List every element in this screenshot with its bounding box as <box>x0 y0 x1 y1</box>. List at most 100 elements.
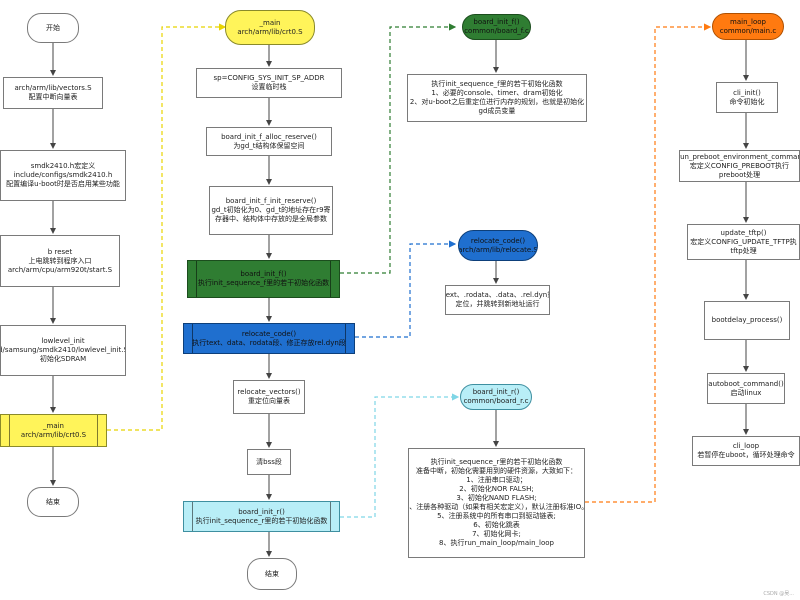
node-text-line: relocate_code() <box>470 236 526 245</box>
node-text-line: 2、对u-boot之后重定位进行内存的规划，也就是初始化 <box>409 98 585 106</box>
board-init-f-subprocess: board_init_f()执行init_sequence_f里的若干初始化函数 <box>187 260 340 298</box>
node-text-line: cli_init() <box>733 88 761 97</box>
node-text-line: 配置编译u-boot时是否启用某些功能 <box>6 180 120 188</box>
autoboot-command-node: autoboot_command()启动linux <box>707 373 785 404</box>
alloc-reserve-node: board_init_f_alloc_reserve()为gd_t结构体保留空间 <box>206 127 332 156</box>
relocate-code-definition: relocate_code()arch/arm/lib/relocate.S <box>458 230 538 261</box>
node-text-line: 清bss段 <box>256 457 282 466</box>
clear-bss-node: 清bss段 <box>247 449 291 475</box>
start-terminal: 开始 <box>27 13 79 43</box>
node-text-line: 1、注册串口驱动； <box>466 476 527 484</box>
node-text-line: 重定位向量表 <box>248 397 290 405</box>
node-text-line: 启动linux <box>730 388 762 397</box>
node-text-line: bootdelay_process() <box>711 316 783 324</box>
node-text-line: _main <box>43 421 64 430</box>
node-text-line: 开始 <box>46 23 60 32</box>
node-text-line: update_tftp() <box>720 228 767 237</box>
relocate-code-subprocess: relocate_code()执行text、data、rodata段、修正存放r… <box>183 323 355 354</box>
cli-init-node: cli_init()命令初始化 <box>716 82 778 113</box>
board-init-r-description: 执行init_sequence_r里的若干初始化函数准备中断，初始化需要用到的硬… <box>408 448 585 558</box>
node-text-line: 4、注册各种驱动（如果有相关宏定义），默认注册标准IO。 <box>408 503 585 511</box>
node-text-line: 上电跳转到程序入口 <box>28 256 92 265</box>
node-text-line: 初始化SDRAM <box>39 355 87 363</box>
node-text-line: 执行init_sequence_r里的若干初始化函数 <box>195 516 328 525</box>
node-text-line: board_init_f() <box>240 270 287 278</box>
node-text-line: 结束 <box>46 497 60 506</box>
link-board-init-f <box>340 23 457 274</box>
node-text-line: autoboot_command() <box>708 379 784 388</box>
node-text-line: d/samsung/smdk2410/lowlevel_init.S <box>0 346 126 354</box>
node-text-line: preboot处理 <box>718 170 761 179</box>
node-text-line: smdk2410.h宏定义 <box>30 162 96 170</box>
link-main-loop <box>585 23 712 503</box>
node-text-line: arch/arm/lib/crt0.S <box>20 430 87 439</box>
board-init-r-definition: board_init_r()common/board_r.c <box>460 384 532 410</box>
node-text-line: 3、初始化NAND FLASH; <box>456 494 537 502</box>
init-reserve-node: board_init_f_init_reserve()gd_t初始化为0、gd_… <box>209 186 333 235</box>
node-text-line: 存器中、结构体中存放的是全局参数 <box>215 215 327 223</box>
node-text-line: 7、初始化网卡; <box>472 530 521 538</box>
relocate-vectors-node: relocate_vectors()重定位向量表 <box>233 380 305 414</box>
node-text-line: 6、初始化跳表 <box>473 521 520 529</box>
node-text-line: 执行text、data、rodata段、修正存放rel.dyn段 <box>192 338 346 347</box>
node-text-line: board_init_f_alloc_reserve() <box>221 132 317 141</box>
node-text-line: common/board_r.c <box>463 397 529 405</box>
node-text-line: tftp处理 <box>730 246 757 255</box>
node-text-line: 8、执行run_main_loop/main_loop <box>439 539 554 547</box>
node-text-line: 宏定义CONFIG_PREBOOT执行 <box>689 161 790 170</box>
node-text-line: board_init_r() <box>238 507 285 516</box>
node-text-line: 命令初始化 <box>729 97 765 106</box>
node-text-line: 配置中断向量表 <box>28 93 78 101</box>
node-text-line: 1、必要的console、timer、dram初始化 <box>431 89 563 97</box>
node-text-line: include/configs/smdk2410.h <box>13 171 113 179</box>
watermark: CSDN @吴... <box>763 591 794 597</box>
end-terminal: 结束 <box>27 487 79 517</box>
node-text-line: gd成员变量 <box>478 107 516 115</box>
link-board-init-r <box>340 393 460 518</box>
node-text-line: gd_t初始化为0、gd_t的地址存在r9寄 <box>211 206 331 214</box>
node-text-line: 宏定义CONFIG_UPDATE_TFTP执 <box>690 237 797 246</box>
node-text-line: 设置临时栈 <box>251 83 287 91</box>
node-text-line: relocate_code() <box>241 329 297 338</box>
node-text-line: cli_loop <box>732 442 760 450</box>
node-text-line: board_init_r() <box>472 388 520 396</box>
node-text-line: 若暂停在uboot，循环处理命令 <box>697 451 795 459</box>
board-init-r-subprocess: board_init_r()执行init_sequence_r里的若干初始化函数 <box>183 501 340 532</box>
end-terminal-2: 结束 <box>247 558 297 590</box>
node-text-line: arch/arm/cpu/arm920t/start.S <box>7 265 113 274</box>
node-text-line: 准备中断，初始化需要用到的硬件资源，大致如下： <box>416 467 577 475</box>
node-text-line: arch/arm/lib/crt0.S <box>237 27 303 36</box>
node-text-line: 定位，并跳转到新地址运行 <box>455 300 540 308</box>
node-text-line: relocate_vectors() <box>237 388 301 396</box>
node-text-line: 执行init_sequence_f里的若干初始化函数 <box>197 279 330 287</box>
node-text-line: run_preboot_environment_comman <box>679 152 800 161</box>
node-text-line: .text、.rodata、.data、.rel.dyn重 <box>445 291 550 299</box>
node-text-line: board_init_f_init_reserve() <box>225 197 317 205</box>
node-text-line: common/board_f.c <box>464 27 529 35</box>
node-text-line: main_loop <box>730 17 766 26</box>
node-text-line: _main <box>259 18 281 27</box>
node-text-line: board_init_f() <box>473 18 520 26</box>
link-relocate-code <box>355 240 457 338</box>
node-text-line: 执行init_sequence_r里的若干初始化函数 <box>430 458 563 466</box>
bootdelay-process-node: bootdelay_process() <box>704 301 790 340</box>
node-text-line: sp=CONFIG_SYS_INIT_SP_ADDR <box>213 74 325 82</box>
node-text-line: arch/arm/lib/relocate.S <box>458 245 538 254</box>
node-text-line: 结束 <box>265 569 279 578</box>
node-text-line: b reset <box>47 247 73 256</box>
node-text-line: arch/arm/lib/vectors.S <box>14 84 92 92</box>
node-text-line: 2、初始化NOR FALSH; <box>459 485 534 493</box>
relocate-code-description: .text、.rodata、.data、.rel.dyn重定位，并跳转到新地址运… <box>445 285 550 315</box>
board-init-f-definition: board_init_f()common/board_f.c <box>462 14 531 40</box>
